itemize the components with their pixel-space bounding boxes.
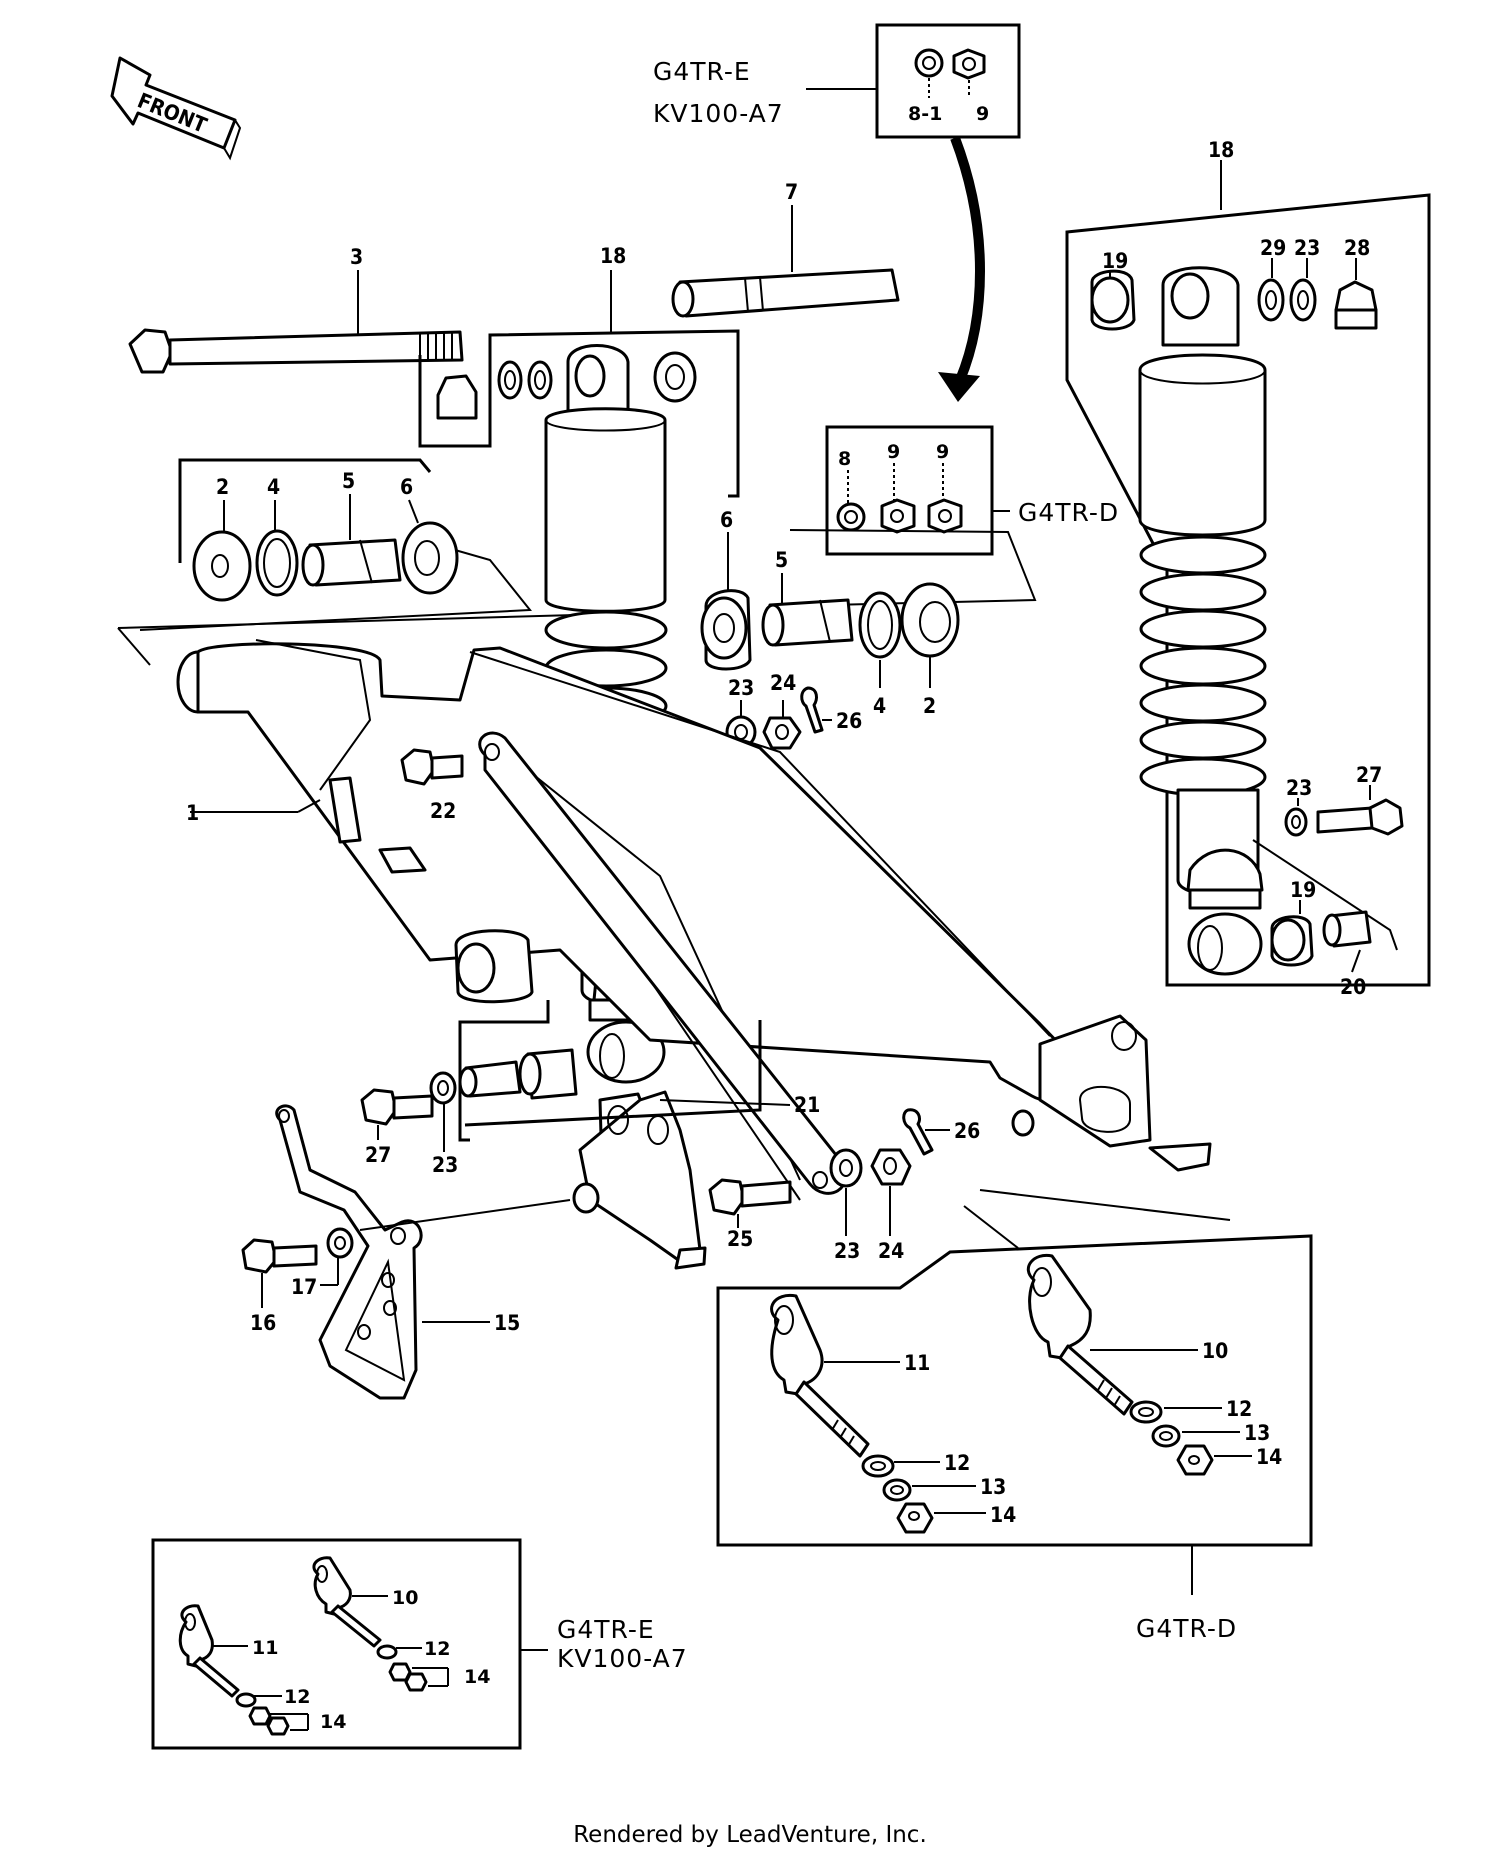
callout-23-right: 23 <box>1286 776 1312 800</box>
callout-12-small-2: 12 <box>284 1686 310 1708</box>
callout-8-1: 8-1 <box>908 103 942 125</box>
front-arrow-icon: FRONT <box>110 56 242 161</box>
callout-25: 25 <box>727 1227 753 1251</box>
callout-24-b: 24 <box>878 1239 904 1263</box>
footer-credit: Rendered by LeadVenture, Inc. <box>573 1822 927 1848</box>
shock-lower-hardware-right: 23 27 19 20 <box>1252 763 1404 999</box>
callout-5-right: 5 <box>775 548 788 572</box>
callout-5-left: 5 <box>342 469 355 493</box>
bolt-27-left: 27 23 <box>360 1071 458 1177</box>
shock-hardware-box-center: 18 <box>418 244 740 498</box>
callout-11-small: 11 <box>252 1637 278 1659</box>
callout-14-b: 14 <box>1256 1445 1282 1469</box>
callout-2-left: 2 <box>216 475 229 499</box>
callout-19-top: 19 <box>1102 249 1128 273</box>
pivot-bushing-set-left: 2 4 5 6 <box>139 458 532 631</box>
callout-12-a: 12 <box>944 1451 970 1475</box>
callout-4-left: 4 <box>267 475 280 499</box>
callout-27-right: 27 <box>1356 763 1382 787</box>
callout-29: 29 <box>1260 236 1286 260</box>
swingarm-pivot-bolt: 3 <box>128 245 464 374</box>
callout-24-a: 24 <box>770 671 796 695</box>
callout-6-left: 6 <box>400 475 413 499</box>
callout-14-small-2: 14 <box>320 1711 346 1733</box>
callout-4-right: 4 <box>873 694 886 718</box>
callout-28: 28 <box>1344 236 1370 260</box>
callout-26-a: 26 <box>836 709 862 733</box>
callout-22: 22 <box>430 799 456 823</box>
bolt-22: 22 <box>400 748 464 823</box>
callout-18-right: 18 <box>1208 138 1234 162</box>
callout-23-top: 23 <box>1294 236 1320 260</box>
chain-adjuster-box-g4tr-d: G4TR-D 11 12 13 14 10 12 13 14 <box>716 1205 1313 1643</box>
callout-21: 21 <box>794 1093 820 1117</box>
callout-9-a: 9 <box>887 441 900 463</box>
callout-23-c: 23 <box>834 1239 860 1263</box>
collar-7: 7 <box>671 180 900 318</box>
callout-6-right: 6 <box>720 508 733 532</box>
callout-7: 7 <box>785 180 798 204</box>
callout-20: 20 <box>1340 975 1366 999</box>
nut-set-box-g4tr-d: 8 9 9 G4TR-D <box>825 425 1119 556</box>
group-label-bottom-right: G4TR-D <box>1136 1614 1237 1643</box>
fastener-set-lower: 25 23 24 26 <box>708 1108 980 1263</box>
callout-13-b: 13 <box>1244 1421 1270 1445</box>
callout-18-center: 18 <box>600 244 626 268</box>
callout-10: 10 <box>1202 1339 1228 1363</box>
callout-8: 8 <box>838 448 851 470</box>
callout-14-a: 14 <box>990 1503 1016 1527</box>
group-label-side: G4TR-D <box>1018 498 1119 527</box>
shock-hardware-box-right: 18 19 29 23 28 <box>1065 138 1431 987</box>
callout-3: 3 <box>350 245 363 269</box>
callout-26-b: 26 <box>954 1119 980 1143</box>
shock-lower-bushing-box <box>454 929 762 1142</box>
callout-13-a: 13 <box>980 1475 1006 1499</box>
callout-16: 16 <box>250 1311 276 1335</box>
rear-shock-absorber-right <box>1138 266 1267 976</box>
callout-9-b: 9 <box>936 441 949 463</box>
group-label-top-line2: KV100-A7 <box>653 99 784 128</box>
callout-10-small: 10 <box>392 1587 418 1609</box>
callout-9-top: 9 <box>976 103 989 125</box>
callout-19-right: 19 <box>1290 878 1316 902</box>
callout-2-right: 2 <box>923 694 936 718</box>
callout-15: 15 <box>494 1311 520 1335</box>
callout-11: 11 <box>904 1351 930 1375</box>
group-label-top-line1: G4TR-E <box>653 57 751 86</box>
top-kit-box: 8-1 9 G4TR-E KV100-A7 <box>653 23 1021 139</box>
callout-14-small-1: 14 <box>464 1666 490 1688</box>
callout-17: 17 <box>291 1275 317 1299</box>
curved-arrow-icon <box>938 136 985 402</box>
callout-12-b: 12 <box>1226 1397 1252 1421</box>
callout-27-left: 27 <box>365 1143 391 1167</box>
callout-23-a: 23 <box>728 676 754 700</box>
callout-12-small-1: 12 <box>424 1638 450 1660</box>
swingarm: 1 <box>117 614 1231 1270</box>
group-label-bottom-left-line2: KV100-A7 <box>557 1644 688 1673</box>
callout-23-b: 23 <box>432 1153 458 1177</box>
callout-1: 1 <box>186 801 199 825</box>
pivot-bushing-set-right: 6 5 4 2 <box>700 508 1037 718</box>
chain-adjuster-box-g4tr-e: G4TR-E KV100-A7 10 12 14 11 12 14 <box>151 1538 688 1750</box>
group-label-bottom-left-line1: G4TR-E <box>557 1615 655 1644</box>
footrest-bracket-15: 16 17 15 <box>241 1104 600 1400</box>
fastener-set-upper: 23 24 26 <box>725 671 862 750</box>
